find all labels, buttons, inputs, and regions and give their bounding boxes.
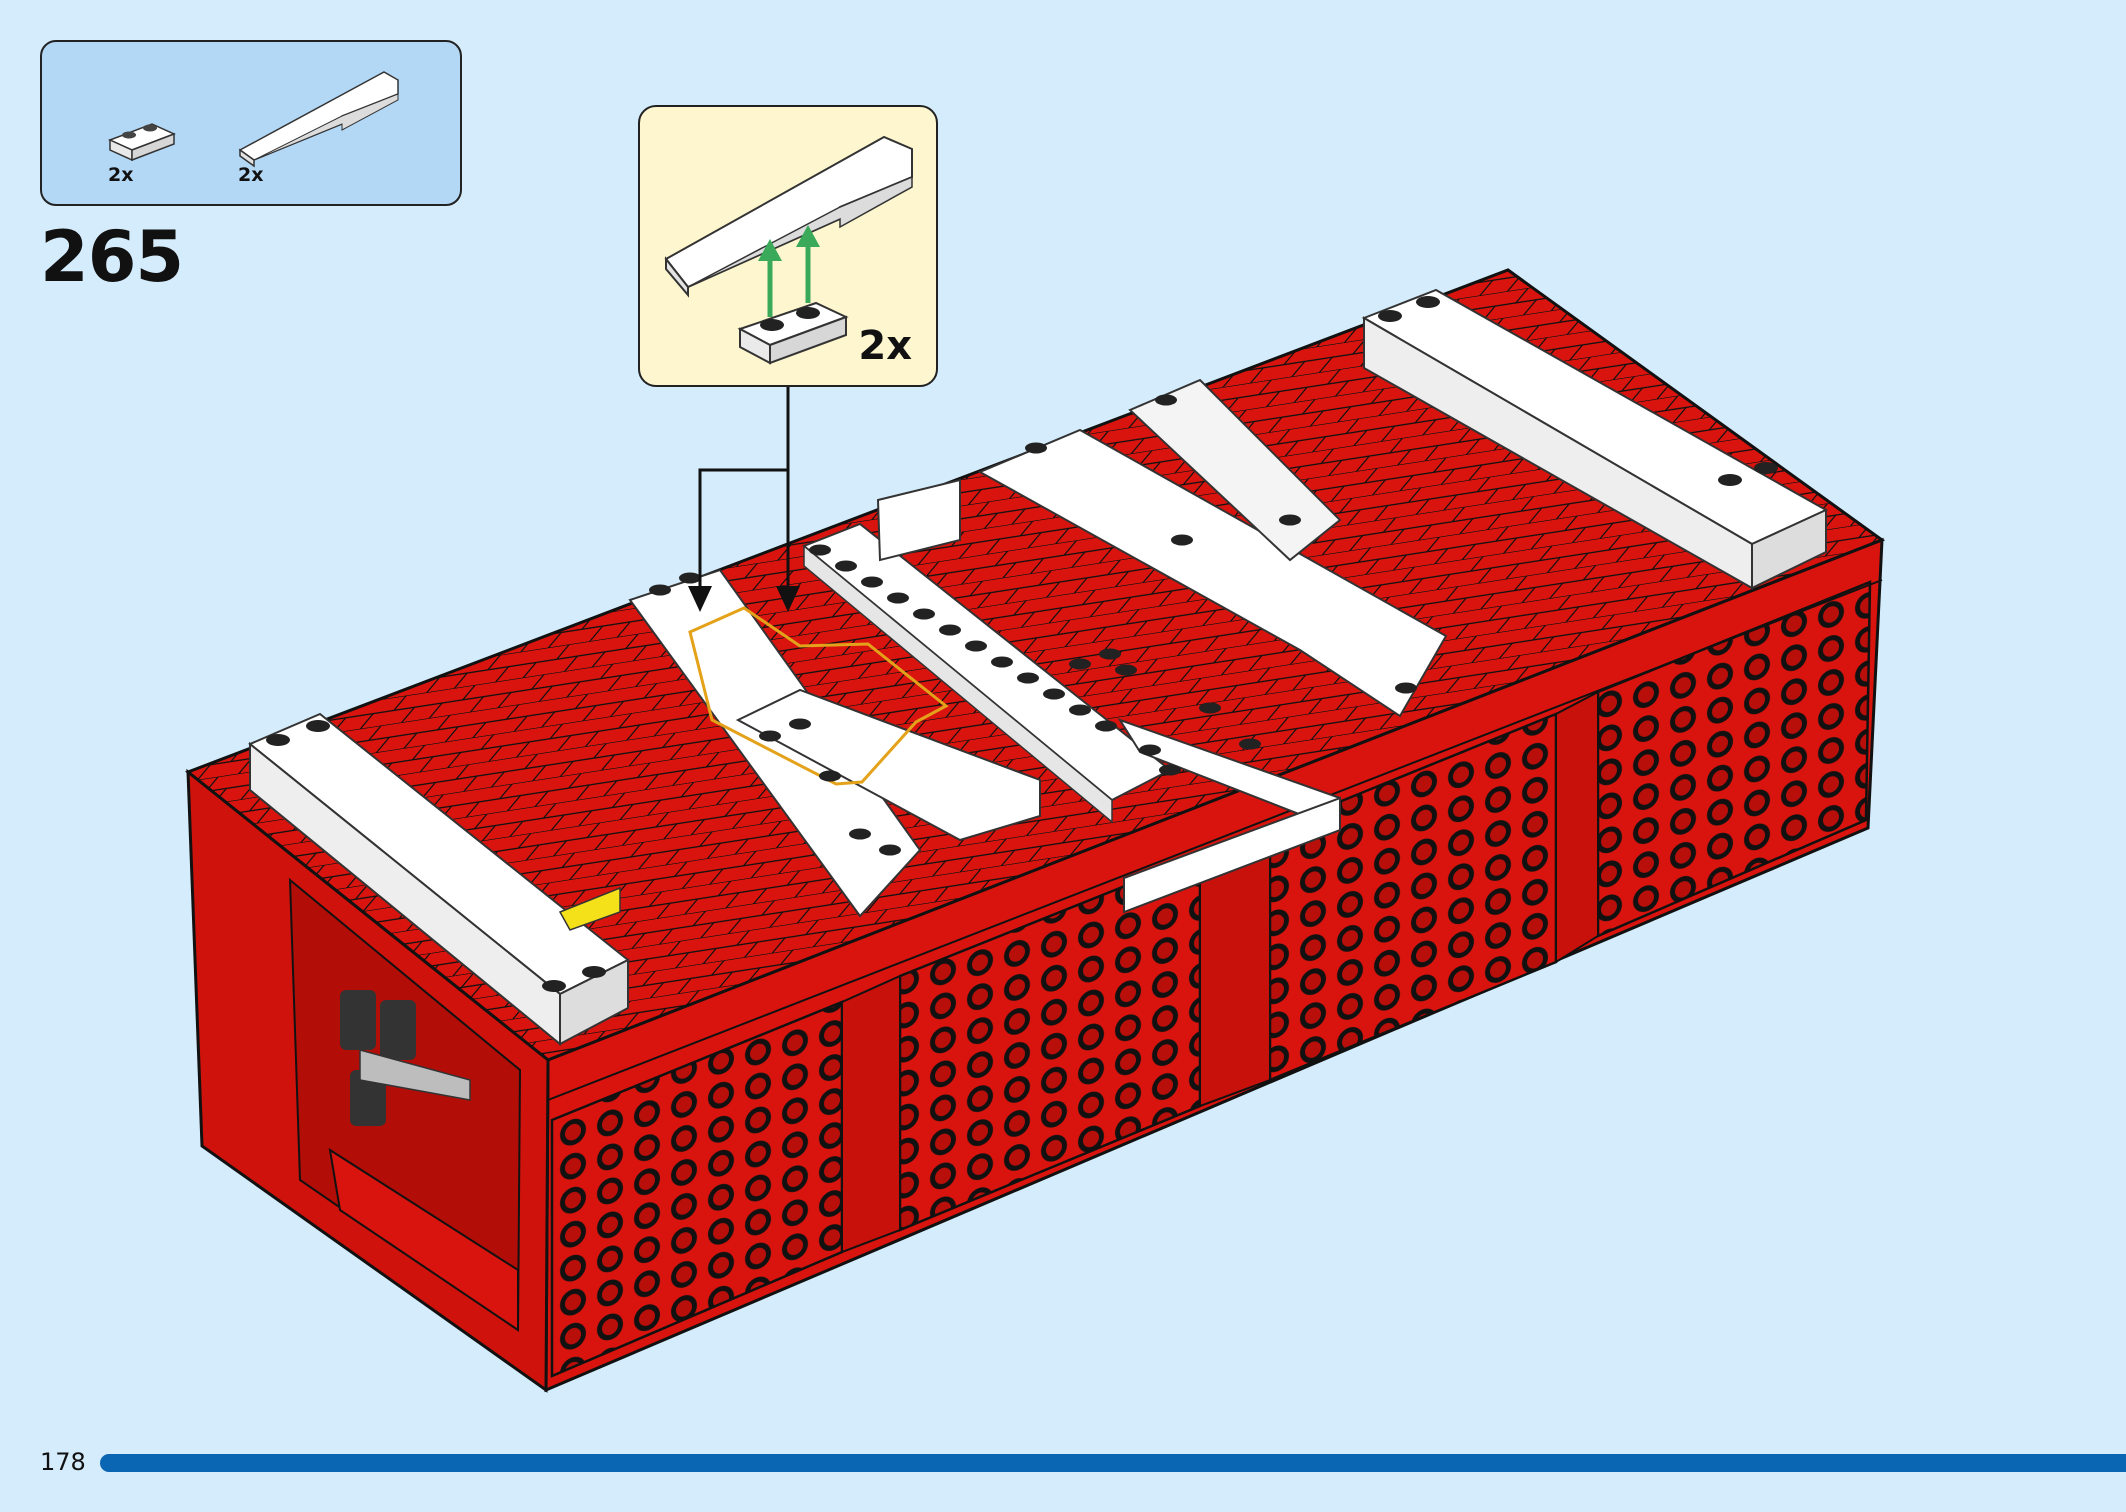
callout-pointer xyxy=(698,387,790,596)
callout-quantity: 2x xyxy=(858,323,912,369)
plate-1x2-icon xyxy=(108,123,176,162)
step-number: 265 xyxy=(40,216,184,298)
left-white-tiles xyxy=(248,712,630,1047)
page-number: 178 xyxy=(40,1448,86,1476)
sub-assembly-callout: 2x xyxy=(638,105,938,387)
technic-parts xyxy=(340,990,471,1126)
green-arrow-icon xyxy=(758,225,820,317)
pointer-arrowhead-2 xyxy=(776,586,800,612)
callout-illustration xyxy=(664,135,913,365)
part-quantity-plate: 2x xyxy=(108,164,134,186)
central-assembly xyxy=(628,378,1448,918)
placement-highlight xyxy=(688,606,949,786)
wedge-slope-icon xyxy=(238,71,399,168)
parts-list-box: 2x 2x xyxy=(40,40,462,206)
part-quantity-wedge: 2x xyxy=(238,164,264,186)
right-white-tiles xyxy=(1361,288,1829,590)
studs xyxy=(649,394,1417,856)
parts-list-illustration xyxy=(108,71,399,168)
progress-bar xyxy=(100,1454,2126,1472)
pointer-arrowhead-1 xyxy=(688,586,712,612)
